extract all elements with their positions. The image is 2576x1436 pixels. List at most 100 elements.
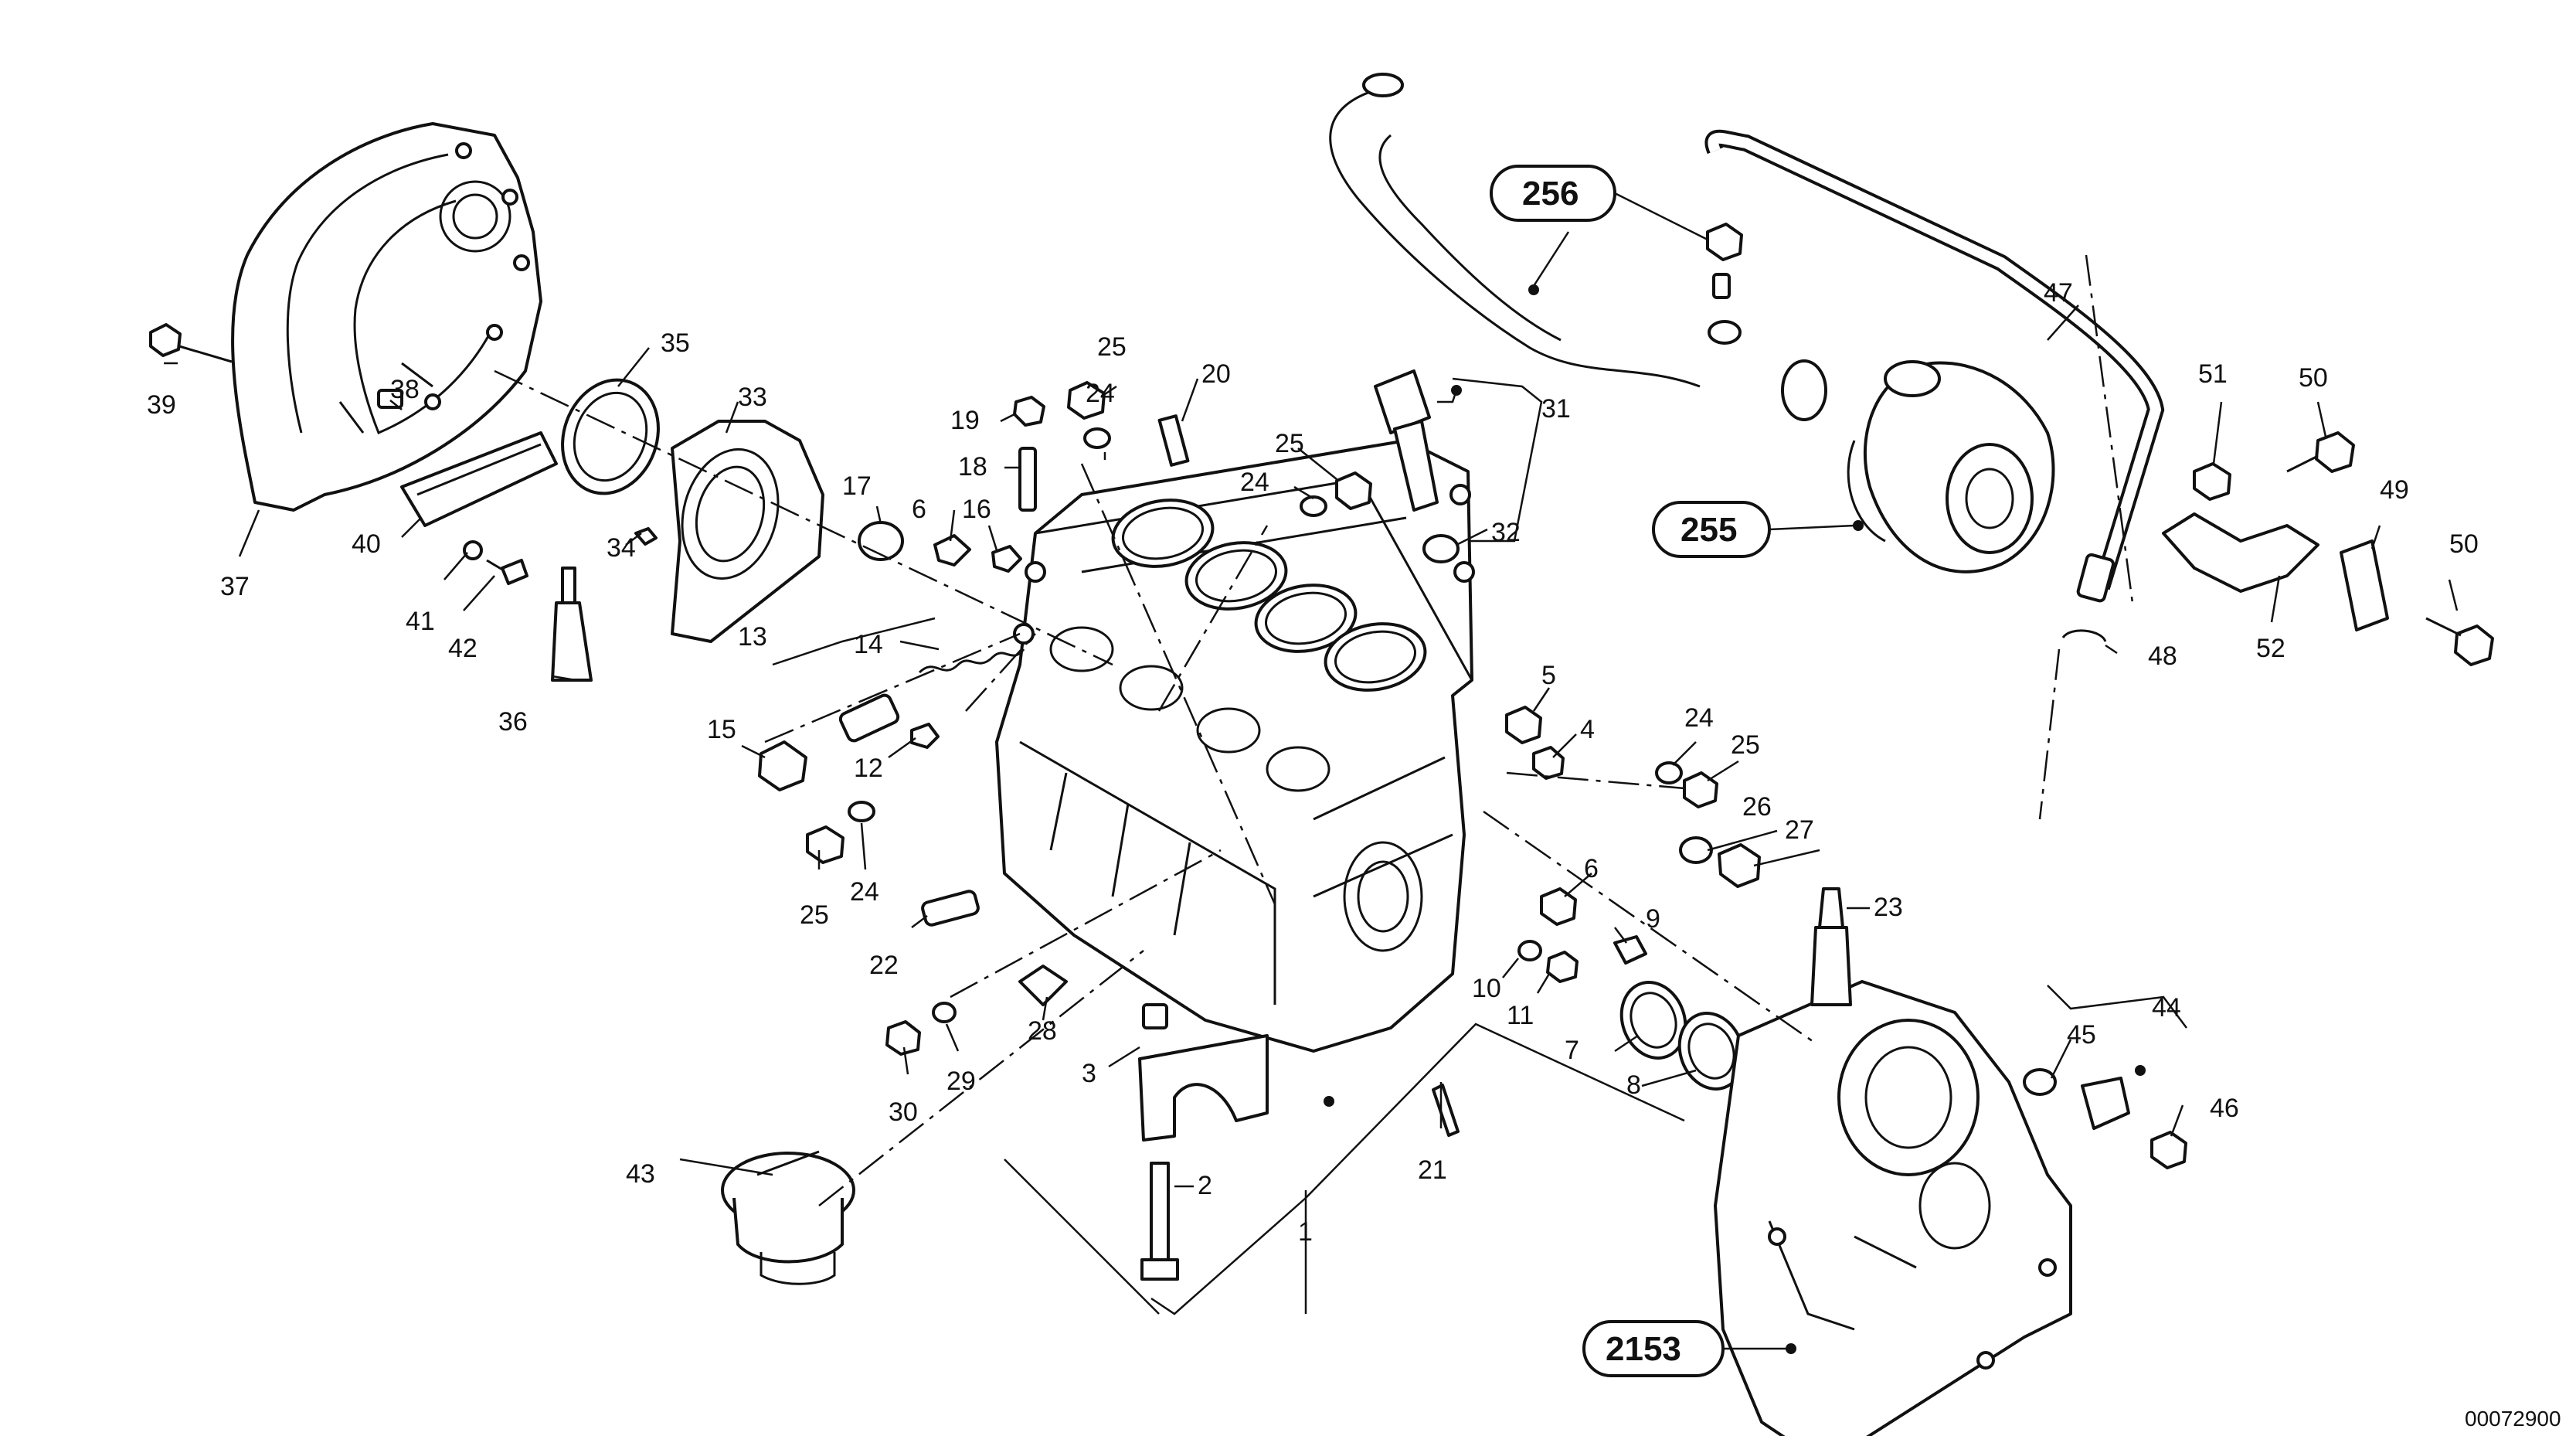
callout-16: 16 — [962, 495, 991, 524]
callout-11: 11 — [1507, 1001, 1534, 1030]
plug-25 — [1683, 771, 1718, 808]
pipe-nut — [1706, 223, 1743, 261]
callout-6b: 6 — [1584, 854, 1599, 883]
o-ring — [2023, 1068, 2057, 1096]
callout-44: 44 — [2152, 993, 2181, 1023]
callout-40: 40 — [352, 529, 381, 559]
plug-left — [806, 825, 845, 864]
callout-13: 13 — [738, 622, 767, 652]
hose-clamp — [1781, 359, 1827, 421]
turbocharger — [1847, 360, 2055, 573]
drain-plug — [885, 1020, 921, 1056]
callout-1: 1 — [1298, 1217, 1313, 1247]
callout-36: 36 — [498, 707, 528, 737]
svg-text:256: 256 — [1522, 175, 1579, 213]
callout-22: 22 — [869, 951, 899, 980]
group-ref-255: 255 — [1652, 501, 1864, 558]
callout-24d: 24 — [850, 877, 879, 907]
callout-5: 5 — [1541, 661, 1556, 690]
callout-9: 9 — [1646, 904, 1660, 934]
callout-30: 30 — [889, 1097, 918, 1127]
plug-11 — [1546, 951, 1579, 983]
callout-49: 49 — [2380, 475, 2409, 505]
housing-screw — [634, 527, 658, 546]
sealant-tube-23 — [1810, 887, 1852, 1006]
oil-return-line — [1704, 129, 2165, 603]
callout-26: 26 — [1742, 792, 1772, 822]
callout-50b: 50 — [2449, 529, 2479, 559]
callout-25b: 25 — [1275, 429, 1304, 458]
cover-bolt — [486, 559, 528, 585]
group-ref-leaders — [1532, 192, 1855, 1350]
washer-left — [848, 801, 875, 822]
callout-41: 41 — [406, 607, 435, 636]
bracket — [2162, 512, 2319, 593]
callout-47: 47 — [2044, 278, 2073, 308]
callout-32: 32 — [1491, 518, 1521, 547]
callout-39: 39 — [147, 390, 176, 420]
plug — [1335, 471, 1372, 510]
callout-33: 33 — [738, 383, 767, 412]
group-ref-256: 256 — [1490, 165, 1616, 295]
plug-27 — [1718, 843, 1761, 888]
callout-8: 8 — [1626, 1070, 1641, 1100]
leader-lines — [164, 305, 2459, 1315]
washer — [463, 540, 483, 560]
bolt-50b — [2425, 617, 2494, 666]
screw-plug — [933, 534, 971, 567]
center-lines — [494, 254, 2134, 1206]
p-clip — [2340, 539, 2389, 631]
callout-14: 14 — [854, 630, 883, 659]
bolt-46 — [2150, 1131, 2187, 1169]
pipe-union — [1708, 320, 1742, 345]
callout-12: 12 — [854, 754, 883, 783]
callout-24b: 24 — [1240, 468, 1269, 497]
dowel-pin — [377, 389, 403, 409]
callout-43: 43 — [626, 1159, 655, 1189]
plug-top — [1067, 381, 1106, 420]
callout-25d: 25 — [800, 900, 829, 930]
oil-filler-cap — [721, 1150, 855, 1285]
circlip — [2061, 629, 2107, 642]
sealant-tube — [551, 567, 593, 682]
callout-19: 19 — [950, 406, 980, 435]
flywheel-housing — [231, 122, 542, 512]
dowel — [921, 890, 980, 927]
plug-screw — [1432, 1084, 1460, 1137]
nut — [2193, 462, 2231, 501]
pipe-fitting — [1712, 273, 1731, 299]
washer-24 — [1655, 761, 1683, 784]
stud — [1157, 414, 1190, 467]
callout-15: 15 — [707, 715, 736, 744]
callout-27: 27 — [1785, 815, 1814, 845]
bearing-cap-bolt — [1140, 1162, 1179, 1281]
washer-10 — [1517, 940, 1542, 961]
callout-38: 38 — [390, 375, 420, 404]
dowel-sleeve — [1018, 447, 1037, 512]
bearing-cap — [1138, 1034, 1269, 1142]
callout-24c: 24 — [1684, 703, 1714, 733]
callout-45: 45 — [2067, 1020, 2096, 1050]
seal-26 — [1679, 836, 1713, 864]
callout-34: 34 — [607, 533, 636, 563]
oil-pressure-switch — [1018, 965, 1068, 1006]
washer-low — [932, 1002, 957, 1023]
seal-housing — [671, 420, 824, 643]
callout-18: 18 — [958, 452, 987, 482]
temperature-sensor — [1374, 369, 1460, 563]
cap-9 — [1613, 935, 1647, 965]
callout-7: 7 — [1565, 1036, 1579, 1065]
pressure-relief-valve — [758, 648, 1025, 791]
crankcase-block — [995, 439, 1475, 1053]
callout-17: 17 — [842, 471, 872, 501]
flange-44 — [2081, 1077, 2130, 1130]
callout-51: 51 — [2198, 359, 2228, 389]
callout-6a: 6 — [912, 495, 926, 524]
seal-washer-top — [1083, 427, 1111, 449]
callout-numbers: 1 2 3 4 5 6 6 7 8 9 10 11 12 13 14 15 16… — [147, 278, 2479, 1247]
callout-29: 29 — [946, 1067, 976, 1096]
callout-28: 28 — [1028, 1016, 1057, 1046]
callout-52: 52 — [2256, 634, 2285, 663]
